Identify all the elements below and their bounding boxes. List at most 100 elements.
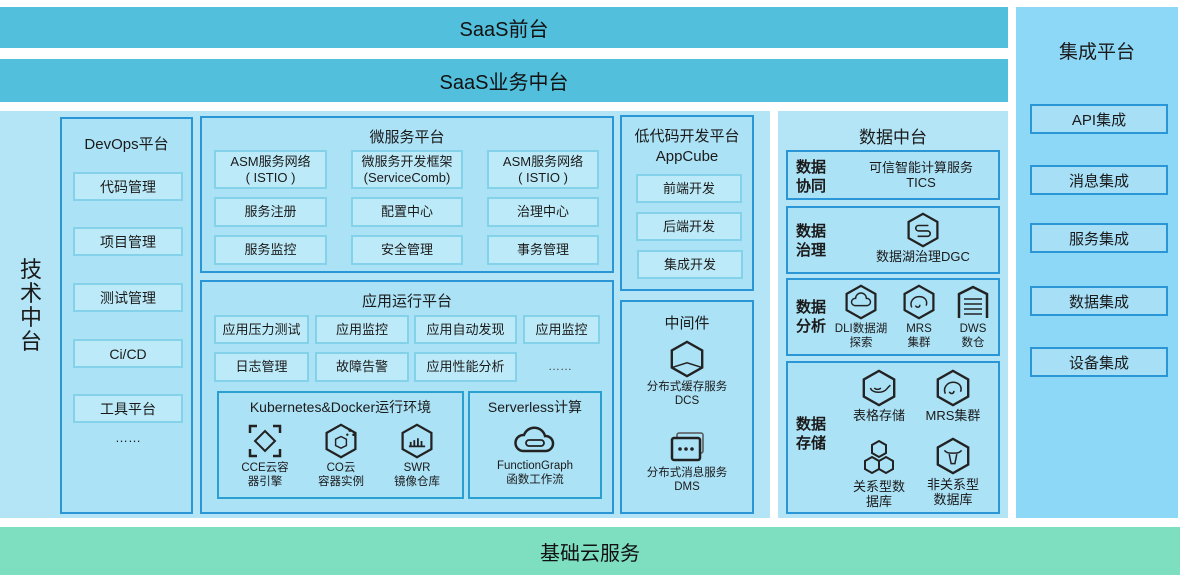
lowcode-item[interactable]: 后端开发 [636,212,742,241]
table-storage-service[interactable]: 表格存储 [844,369,914,423]
icon-label: 集群 [907,337,931,349]
runtime-item[interactable]: 故障告警 [315,352,409,382]
label-line: 数据 [796,223,827,240]
icon-label: 非关系型 [926,477,979,492]
icon-label: 容器实例 [318,476,364,488]
icon-label: DWS [959,323,987,335]
data-analysis-label: 数据分析 [796,298,826,336]
icon-label: 分布式缓存服务 [646,381,728,393]
whale-icon [860,369,898,407]
dms-icon [670,432,704,462]
mrs-elephant-icon [901,284,937,320]
dcs-service[interactable]: 分布式缓存服务 DCS [626,340,748,408]
nosql-bull-icon [934,437,972,475]
icon-label: 分布式消息服务 [646,467,728,479]
devops-item[interactable]: 项目管理 [73,227,183,256]
integration-item[interactable]: API集成 [1030,104,1168,134]
integration-item[interactable]: 服务集成 [1030,223,1168,253]
saas-front-bar: SaaS前台 [0,7,1008,48]
icon-label: 函数工作流 [506,474,564,486]
data-storage-panel: 数据存储 表格存储 MRS集群 关系型数据库 非关系型数据库 [786,361,1000,514]
icon-label: MRS集群 [925,408,981,423]
lowcode-item[interactable]: 集成开发 [637,250,743,279]
lowcode-item[interactable]: 前端开发 [636,174,742,203]
middleware-title: 中间件 [664,315,710,332]
ms-item[interactable]: 服务注册 [214,197,327,227]
ms-item-asm[interactable]: ASM服务网络( ISTIO ) [487,150,599,189]
mrs-cluster-service[interactable]: MRS集群 [918,369,988,423]
dli-icon [843,284,879,320]
runtime-item[interactable]: 日志管理 [214,352,309,382]
runtime-item[interactable]: 应用监控 [523,315,600,344]
integration-item[interactable]: 数据集成 [1030,286,1168,316]
devops-more: …… [115,430,141,445]
integration-item[interactable]: 设备集成 [1030,347,1168,377]
label-line: 数据 [796,299,827,316]
devops-item[interactable]: 测试管理 [73,283,183,312]
integration-item[interactable]: 消息集成 [1030,165,1168,195]
dli-service[interactable]: DLI数据湖探索 [832,284,890,350]
dws-warehouse-icon [957,285,989,318]
tics-line: TICS [906,175,936,190]
icon-label: FunctionGraph [496,460,574,472]
runtime-more: …… [548,359,572,373]
runtime-item[interactable]: 应用性能分析 [414,352,517,382]
cci-service[interactable]: CO云容器实例 [309,423,373,489]
ms-item[interactable]: 治理中心 [487,197,599,227]
icon-label: 数据库 [933,492,973,507]
devops-item[interactable]: 工具平台 [73,394,183,423]
saas-biz-label: SaaS业务中台 [439,72,569,94]
k8s-title: Kubernetes&Docker运行环境 [249,399,432,415]
ms-item-line: ASM服务网络 [502,153,584,169]
icon-label: CO云 [326,462,356,474]
icon-label: 探索 [849,337,873,349]
tics-line: 可信智能计算服务 [868,160,973,175]
runtime-item[interactable]: 应用压力测试 [214,315,309,344]
ms-item[interactable]: 配置中心 [351,197,463,227]
label-line: 存储 [796,435,827,452]
label-line: 分析 [796,318,827,335]
k8s-panel: Kubernetes&Docker运行环境 CCE云容器引擎 CO云容器实例 S… [217,391,464,499]
devops-item[interactable]: Ci/CD [73,339,183,368]
rds-service[interactable]: 关系型数据库 [844,439,914,509]
serverless-title: Serverless计算 [487,399,583,415]
cce-service[interactable]: CCE云容器引擎 [233,423,297,489]
label-line: 协同 [796,178,827,195]
label-line: 治理 [796,242,827,259]
icon-label: 数据湖治理DGC [876,249,970,264]
cce-icon [248,424,282,458]
ms-item-line: ASM服务网络 [230,153,311,169]
dcs-icon [668,340,706,378]
icon-label: DMS [674,481,700,493]
runtime-item[interactable]: 应用自动发现 [414,315,517,344]
ms-item[interactable]: 服务监控 [214,235,327,265]
ms-item[interactable]: 安全管理 [351,235,463,265]
dgc-service[interactable]: 数据湖治理DGC [858,212,988,264]
data-collab-label: 数据协同 [796,158,826,196]
integration-title: 集成平台 [1058,42,1135,63]
relational-db-icon [864,439,894,475]
lowcode-title: 低代码开发平台 [634,128,740,145]
functiongraph-service[interactable]: FunctionGraph 函数工作流 [480,423,590,487]
runtime-item[interactable]: 应用监控 [315,315,409,344]
devops-item[interactable]: 代码管理 [73,172,183,201]
microservice-title: 微服务平台 [369,129,445,146]
icon-label: 镜像仓库 [394,476,440,488]
label-line: 数据 [796,159,827,176]
icon-label: 表格存储 [852,408,905,423]
nosql-service[interactable]: 非关系型数据库 [918,437,988,507]
lowcode-subtitle: AppCube [655,148,719,165]
ms-item[interactable]: 事务管理 [487,235,599,265]
data-storage-label: 数据存储 [796,415,826,453]
dms-service[interactable]: 分布式消息服务 DMS [626,430,748,494]
saas-biz-bar: SaaS业务中台 [0,59,1008,102]
ms-item-servicecomb[interactable]: 微服务开发框架(ServiceComb) [351,150,463,189]
icon-label: DCS [674,395,700,407]
swr-icon [398,423,436,459]
ms-item-line: ( ISTIO ) [245,169,296,185]
ms-item-asm[interactable]: ASM服务网络( ISTIO ) [214,150,327,189]
